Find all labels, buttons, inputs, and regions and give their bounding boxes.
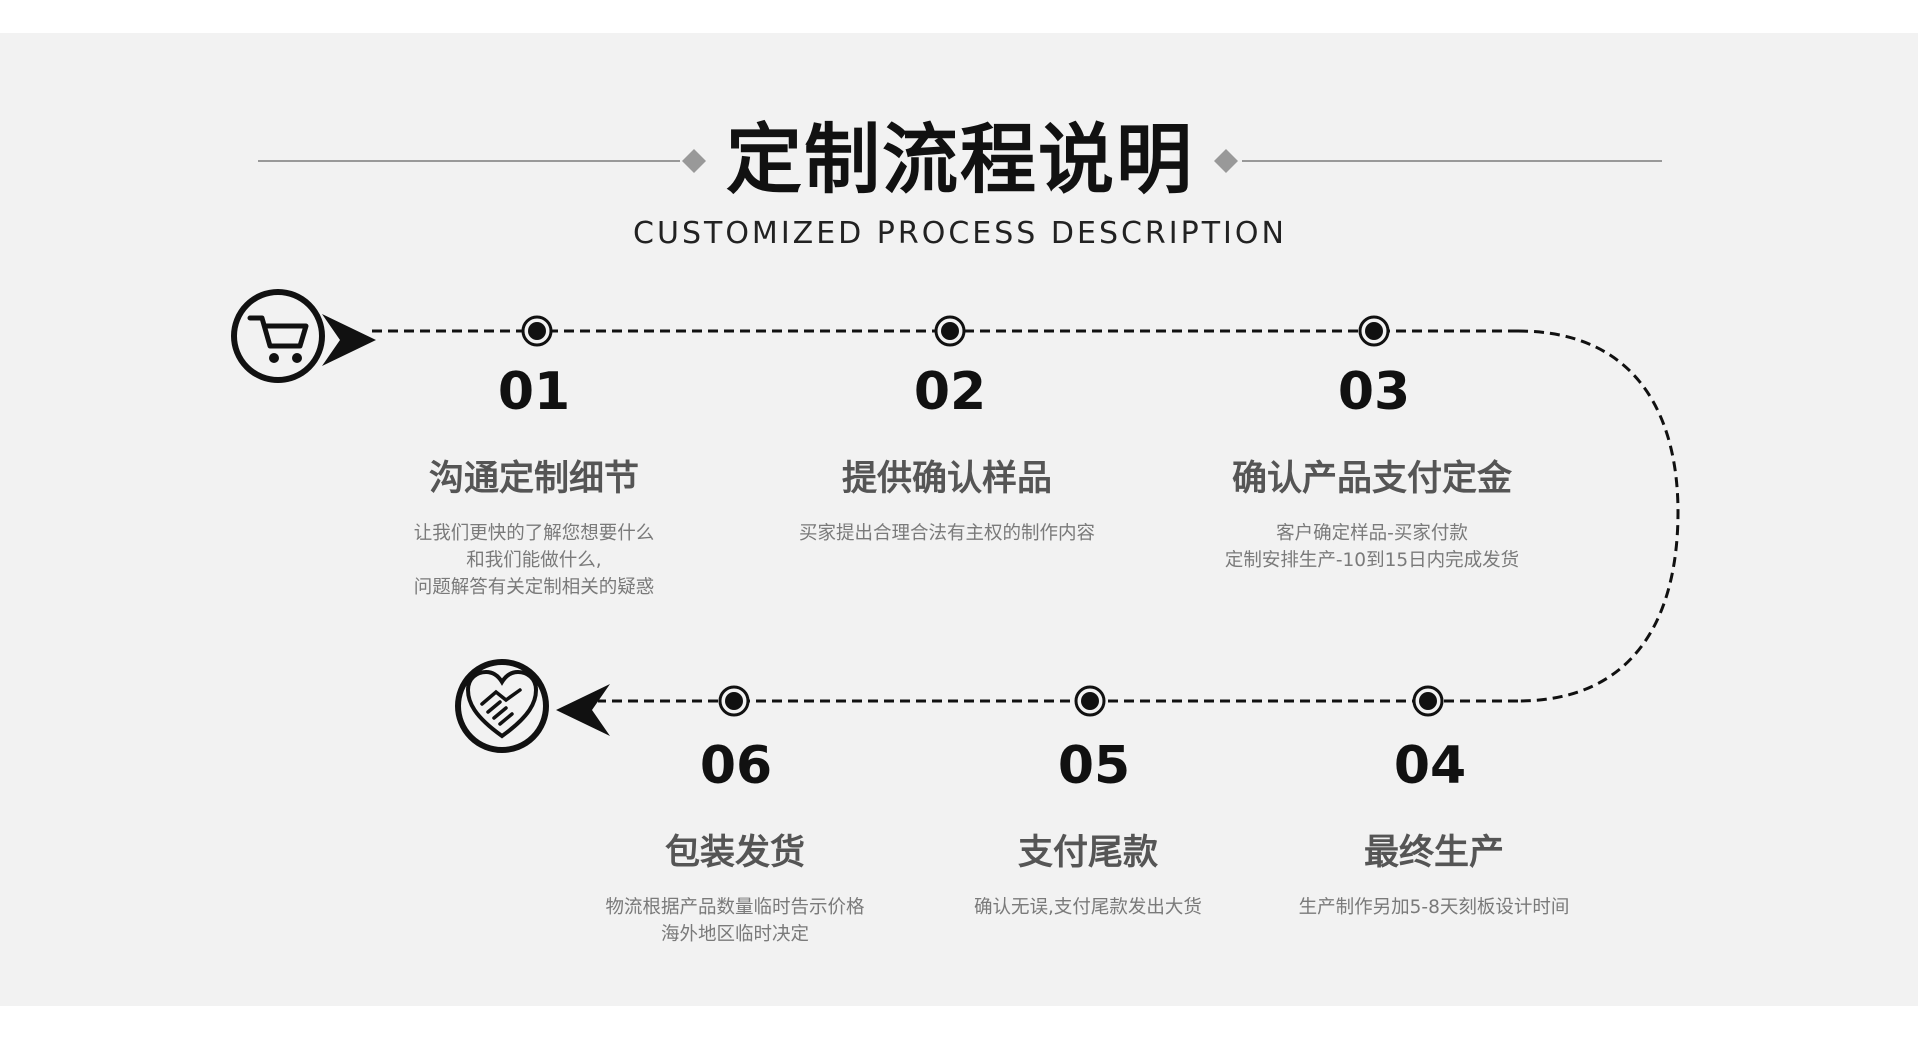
step-desc-03: 客户确定样品-买家付款定制安排生产-10到15日内完成发货 (1224, 523, 1520, 571)
step-title-03: 确认产品支付定金 (1231, 459, 1512, 499)
step-desc-04: 生产制作另加5-8天刻板设计时间 (1298, 897, 1570, 918)
step-node-06 (718, 685, 750, 717)
title-diamond-left (682, 149, 706, 173)
step-title-01: 沟通定制细节 (428, 459, 639, 499)
step-node-03 (1358, 315, 1390, 347)
step-desc-01: 让我们更快的了解您想要什么和我们能做什么,问题解答有关定制相关的疑惑 (413, 523, 655, 598)
step-node-02 (934, 315, 966, 347)
step-number-01: 01 (497, 362, 571, 422)
step-number-04: 04 (1393, 736, 1467, 796)
arrow-head-left (556, 684, 610, 736)
handshake-heart-icon (455, 659, 549, 753)
step-number-05: 05 (1057, 736, 1131, 796)
shopping-cart-icon (231, 289, 325, 383)
step-node-05 (1074, 685, 1106, 717)
step-number-02: 02 (913, 362, 987, 422)
background-panel (0, 33, 1918, 1006)
step-node-04 (1412, 685, 1444, 717)
step-number-06: 06 (699, 736, 773, 796)
step-desc-02: 买家提出合理合法有主权的制作内容 (798, 523, 1095, 544)
step-number-03: 03 (1337, 362, 1411, 422)
step-title-02: 提供确认样品 (841, 459, 1052, 499)
flow-path-curve (1517, 329, 1680, 703)
page-subtitle: CUSTOMIZED PROCESS DESCRIPTION (633, 216, 1287, 251)
page-title: 定制流程说明 (726, 115, 1194, 204)
title-diamond-right (1214, 149, 1238, 173)
step-desc-06: 物流根据产品数量临时告示价格海外地区临时决定 (605, 897, 865, 945)
step-node-01 (521, 315, 553, 347)
step-desc-05: 确认无误,支付尾款发出大货 (974, 897, 1202, 918)
step-title-06: 包装发货 (664, 833, 805, 873)
arrow-head-right (322, 314, 376, 366)
step-title-05: 支付尾款 (1017, 833, 1158, 873)
step-title-04: 最终生产 (1363, 833, 1504, 873)
